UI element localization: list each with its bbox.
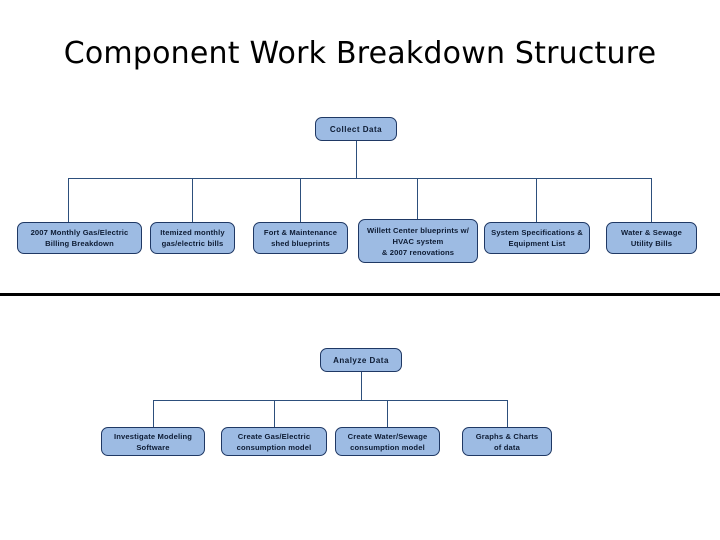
page-title: Component Work Breakdown Structure	[63, 36, 657, 71]
node-2007-monthly-gas-electric-billing-breakdown[interactable]: 2007 Monthly Gas/Electric Billing Breakd…	[17, 222, 142, 254]
connector-drop-1-5	[536, 178, 537, 225]
connector-root-stem-2	[361, 372, 362, 400]
node-system-specifications-equipment-list[interactable]: System Specifications & Equipment List	[484, 222, 590, 254]
node-graphs-charts-of-data[interactable]: Graphs & Charts of data	[462, 427, 552, 456]
connector-drop-1-2	[192, 178, 193, 225]
node-collect-data[interactable]: Collect Data	[315, 117, 397, 141]
connector-drop-1-3	[300, 178, 301, 225]
connector-root-stem-1	[356, 141, 357, 178]
node-willett-center-blueprints[interactable]: Willett Center blueprints w/ HVAC system…	[358, 219, 478, 263]
node-investigate-modeling-software[interactable]: Investigate Modeling Software	[101, 427, 205, 456]
connector-drop-2-3	[387, 400, 388, 428]
section-divider	[0, 293, 720, 296]
node-create-water-sewage-consumption-model[interactable]: Create Water/Sewage consumption model	[335, 427, 440, 456]
connector-drop-1-4	[417, 178, 418, 219]
connector-bus-2	[153, 400, 507, 401]
connector-drop-1-1	[68, 178, 69, 225]
connector-drop-2-1	[153, 400, 154, 428]
connector-drop-2-2	[274, 400, 275, 428]
node-create-gas-electric-consumption-model[interactable]: Create Gas/Electric consumption model	[221, 427, 327, 456]
connector-drop-1-6	[651, 178, 652, 225]
connector-bus-1	[68, 178, 652, 179]
node-fort-maintenance-shed-blueprints[interactable]: Fort & Maintenance shed blueprints	[253, 222, 348, 254]
node-itemized-monthly-gas-electric-bills[interactable]: Itemized monthly gas/electric bills	[150, 222, 235, 254]
node-water-sewage-utility-bills[interactable]: Water & Sewage Utility Bills	[606, 222, 697, 254]
node-analyze-data[interactable]: Analyze Data	[320, 348, 402, 372]
connector-drop-2-4	[507, 400, 508, 428]
